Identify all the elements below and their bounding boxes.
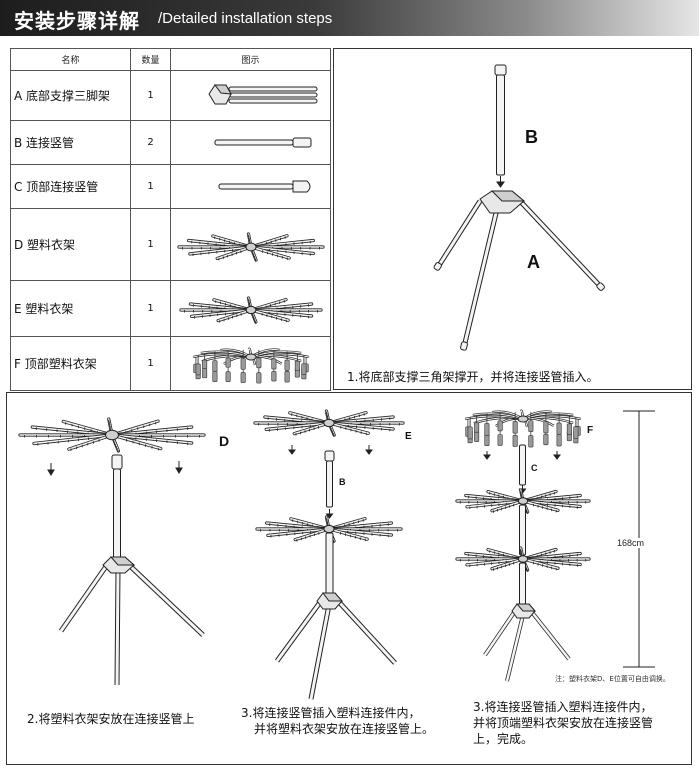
label-e: E	[405, 431, 412, 442]
steps-panel: D E B F C 168cm 注：塑料衣架D、E位置可自由调换。 2.将塑料衣…	[6, 392, 692, 765]
part-name: D 塑料衣架	[10, 208, 131, 281]
hanger-rack-e-icon	[179, 296, 323, 324]
col-header-name: 名称	[10, 48, 131, 71]
label-a: A	[527, 252, 540, 272]
hanger-rack-icon	[455, 488, 591, 514]
connecting-tube-b-icon	[324, 450, 335, 508]
part-name: A 底部支撑三脚架	[10, 70, 131, 121]
hanger-rack-icon	[455, 546, 591, 572]
part-qty: 1	[130, 208, 171, 281]
label-f: F	[587, 425, 594, 436]
part-illustration	[170, 336, 331, 391]
hanger-rack-d-icon	[177, 232, 325, 262]
hanger-rack-icon	[179, 296, 323, 324]
step3-middle-caption-line1: 3.将连接竖管插入塑料连接件内，	[241, 706, 421, 720]
table-row: E 塑料衣架 1	[10, 280, 331, 337]
step1-panel: B A 1.将底部支撑三角架撑开，并将连接竖管插入。	[333, 48, 692, 390]
part-name: E 塑料衣架	[10, 280, 131, 337]
clip-hanger-rack-icon	[192, 347, 310, 384]
step1-caption: 1.将底部支撑三角架撑开，并将连接竖管插入。	[347, 370, 599, 384]
step3-middle-drawing	[253, 409, 405, 700]
arrow-down-icon	[47, 461, 183, 476]
banner-title-en: /Detailed installation steps	[158, 10, 333, 27]
table-row: D 塑料衣架 1	[10, 208, 331, 281]
step2-drawing	[18, 417, 206, 686]
step3-middle-caption-line2: 并将塑料衣架安放在连接竖管上。	[254, 722, 435, 736]
hanger-rack-icon	[177, 232, 325, 262]
tripod-base-icon	[58, 556, 205, 686]
hanger-rack-icon	[253, 409, 405, 437]
label-d: D	[219, 433, 230, 449]
connecting-tube-icon	[111, 454, 123, 564]
hanger-rack-icon	[18, 417, 206, 453]
part-qty: 1	[130, 336, 171, 391]
parts-table: 名称 数量 图示 A 底部支撑三脚架 1 B 连接竖管 2	[10, 48, 331, 391]
part-illustration	[170, 120, 331, 165]
hanger-rack-icon	[255, 515, 403, 543]
clip-hanger-rack-icon	[192, 347, 310, 384]
tripod-folded-icon	[208, 84, 318, 105]
note-text: 注：塑料衣架D、E位置可自由调换。	[555, 675, 670, 683]
arrow-down-icon	[483, 451, 561, 460]
step3-right-caption-line2: 并将顶端塑料衣架安放在连接竖管	[473, 716, 654, 730]
title-banner: 安装步骤详解 /Detailed installation steps	[0, 0, 699, 36]
table-row: F 顶部塑料衣架 1	[10, 336, 331, 391]
part-name: F 顶部塑料衣架	[10, 336, 131, 391]
arrow-down-icon	[288, 445, 373, 455]
tripod-base-icon	[483, 603, 571, 682]
connecting-tube-b-icon	[494, 64, 507, 176]
tripod-base-icon	[274, 592, 397, 700]
part-qty: 1	[130, 164, 171, 209]
label-c: C	[531, 463, 538, 473]
table-row: B 连接竖管 2	[10, 120, 331, 165]
part-illustration	[170, 280, 331, 337]
clip-hanger-rack-icon	[464, 409, 582, 448]
step3-right-caption-line1: 3.将连接竖管插入塑料连接件内，	[473, 700, 653, 714]
parts-table-header: 名称 数量 图示	[10, 48, 331, 71]
col-header-illustration: 图示	[170, 48, 331, 71]
steps-drawing	[18, 409, 655, 700]
tripod-base-icon	[433, 190, 605, 351]
part-qty: 1	[130, 280, 171, 337]
banner-title-zh: 安装步骤详解	[14, 9, 140, 33]
step1-drawing	[433, 64, 605, 351]
label-b2: B	[339, 477, 346, 487]
part-illustration	[170, 70, 331, 121]
height-scale-label: 168cm	[616, 538, 646, 548]
part-illustration	[170, 164, 331, 209]
step2-caption: 2.将塑料衣架安放在连接竖管上	[27, 712, 195, 726]
col-header-qty: 数量	[130, 48, 171, 71]
label-b: B	[525, 127, 538, 147]
arrow-down-icon	[325, 509, 334, 519]
part-qty: 2	[130, 120, 171, 165]
table-row: A 底部支撑三脚架 1	[10, 70, 331, 121]
part-name: B 连接竖管	[10, 120, 131, 165]
part-illustration	[170, 208, 331, 281]
step3-right-caption-line3: 上，完成。	[473, 732, 534, 746]
arrow-down-icon	[496, 176, 505, 188]
part-name: C 顶部连接竖管	[10, 164, 131, 209]
step3-right-drawing	[455, 409, 591, 682]
connecting-tube-icon	[214, 137, 312, 148]
table-row: C 顶部连接竖管 1	[10, 164, 331, 209]
part-qty: 1	[130, 70, 171, 121]
top-tube-icon	[218, 180, 311, 193]
